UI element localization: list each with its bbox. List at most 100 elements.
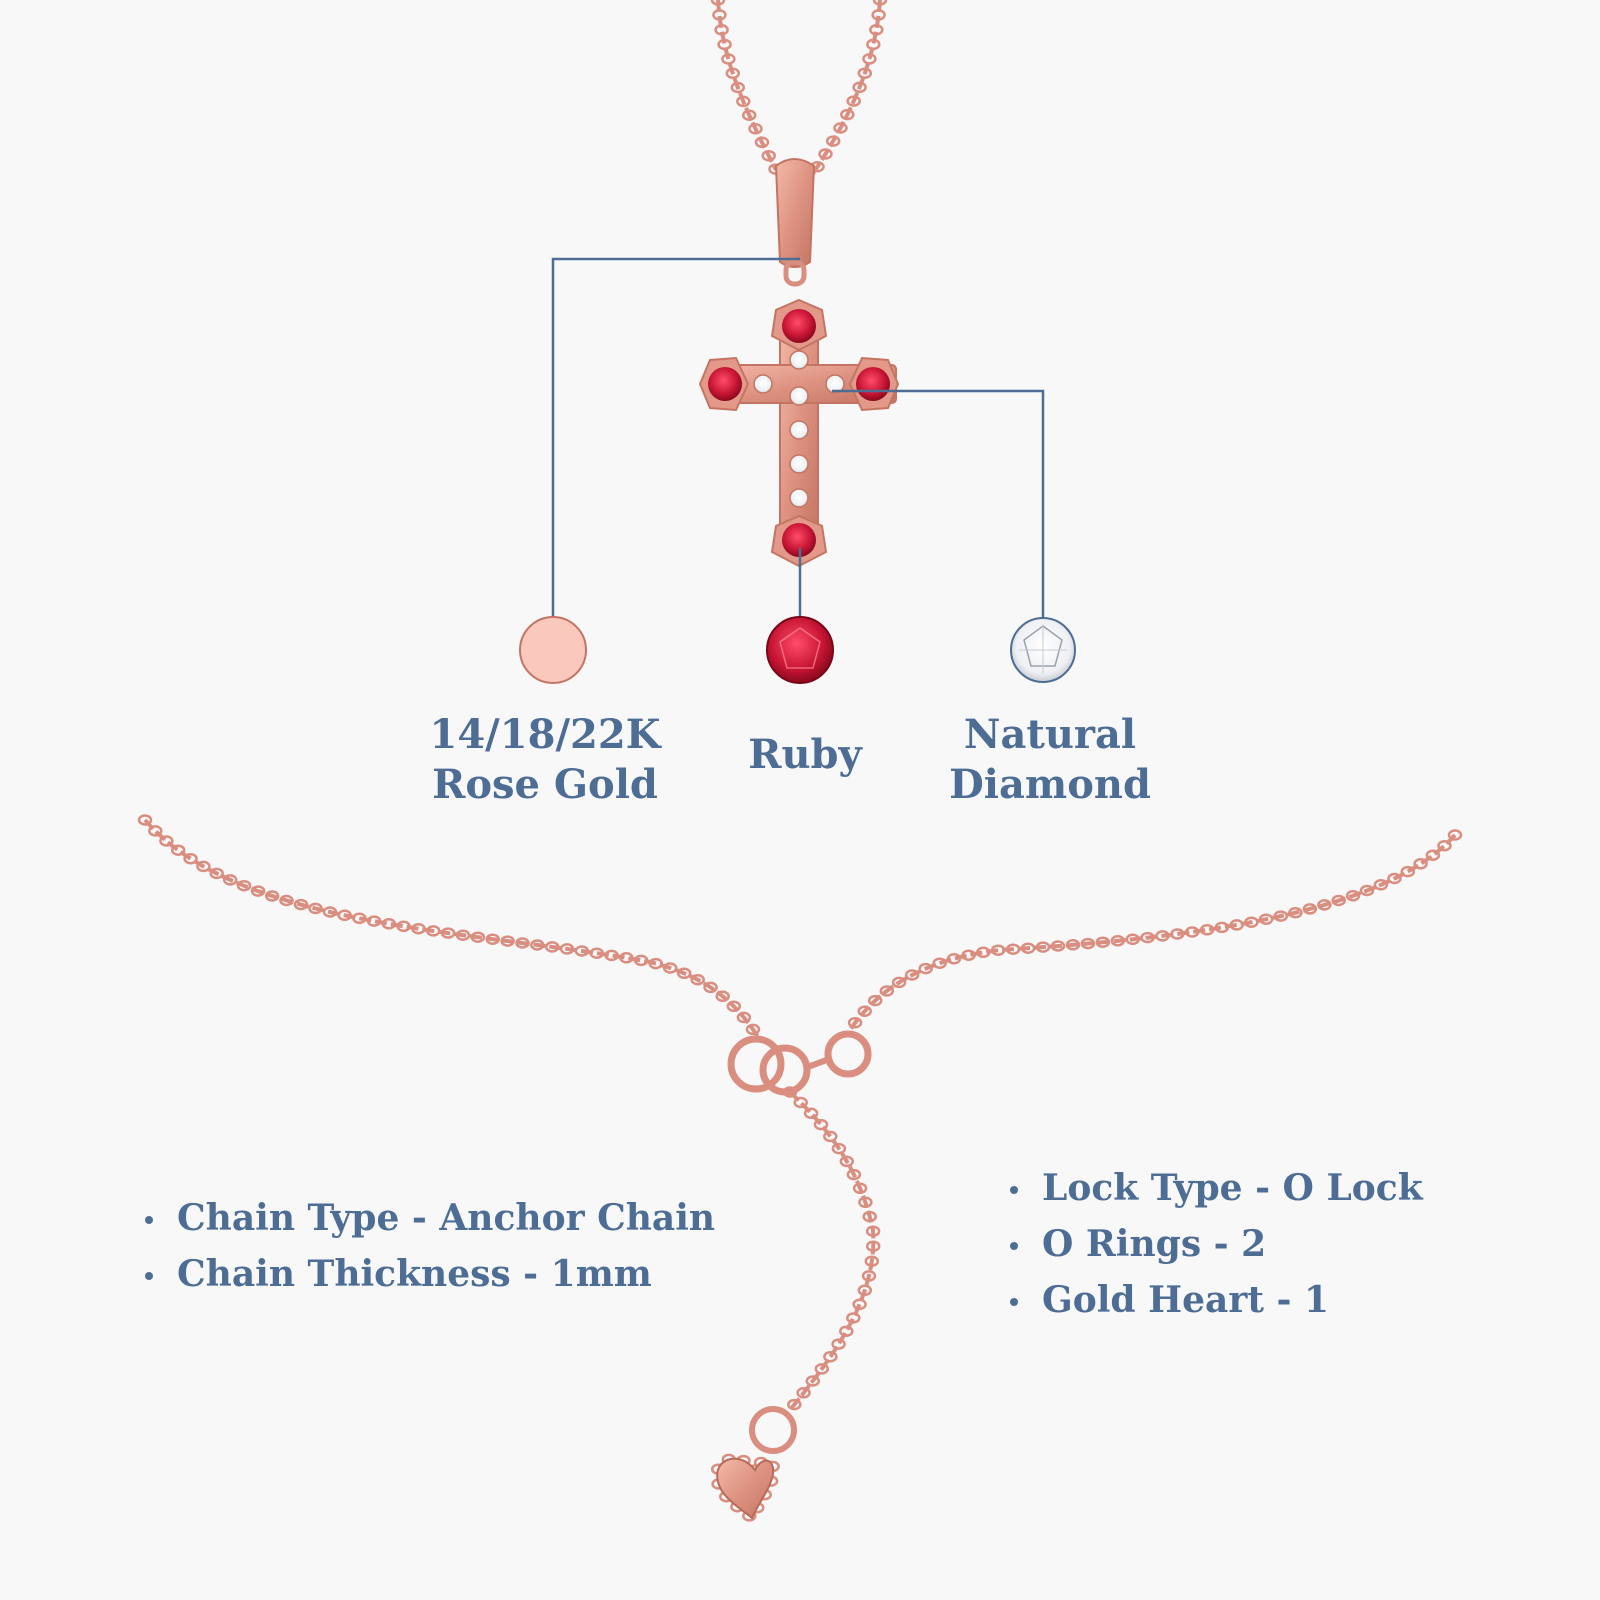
chain-link: [1317, 899, 1332, 911]
chain-link: [721, 53, 736, 65]
chain-link: [761, 149, 776, 162]
chain-link: [381, 918, 397, 930]
diamond-stone: [789, 420, 809, 440]
chain-link: [862, 53, 877, 65]
chain-link: [745, 1023, 761, 1036]
chain-link: [293, 898, 309, 911]
chain-link: [170, 844, 186, 856]
chain-link: [500, 935, 515, 947]
chain-link: [544, 941, 560, 953]
rose-gold-swatch-icon: [519, 616, 587, 684]
chain-link: [714, 24, 729, 36]
chain-link: [946, 953, 962, 965]
diamond-gem-icon: [1010, 617, 1076, 683]
chain-link: [823, 1130, 838, 1143]
chain-link: [352, 912, 367, 925]
ruby-label-line-1: Ruby: [748, 731, 862, 778]
chain-link: [712, 9, 727, 21]
chain-link: [918, 962, 933, 975]
chain-link: [485, 933, 500, 945]
chain-link: [852, 81, 867, 94]
chain-link: [1229, 919, 1244, 931]
chain-link: [648, 957, 664, 970]
ruby-stone-bottom: [782, 523, 816, 557]
chain-link: [725, 67, 741, 80]
diamond-label-line-1: Natural: [963, 711, 1137, 758]
ruby-label: Ruby: [720, 730, 890, 780]
chain-link: [869, 24, 884, 36]
chain-link: [825, 135, 841, 147]
chain-link: [411, 922, 426, 935]
chain-link: [857, 1284, 873, 1297]
rose-gold-label: 14/18/22K Rose Gold: [420, 710, 670, 810]
chain-link: [847, 1016, 863, 1029]
chain-link: [803, 1107, 819, 1120]
chain-link: [736, 1011, 752, 1024]
chain-link: [1020, 942, 1036, 954]
pendant-bail: [774, 158, 816, 287]
ruby-stone-right: [856, 367, 890, 401]
chain-link: [741, 109, 757, 121]
chain-link: [455, 929, 471, 941]
chain-link: [137, 814, 153, 826]
chain-link: [1425, 849, 1441, 861]
chain-link: [793, 1096, 808, 1109]
chain-link: [396, 920, 411, 933]
chain-link: [839, 1325, 854, 1337]
chain-link: [530, 939, 545, 951]
ruby-stone-left: [708, 367, 742, 401]
chain-link: [1125, 933, 1140, 946]
diamond-label: Natural Diamond: [930, 710, 1170, 810]
chain-link: [1331, 894, 1346, 907]
chain-link: [1140, 931, 1155, 944]
chain-link: [754, 136, 770, 149]
chain-link: [866, 38, 881, 51]
chain-link: [1065, 939, 1081, 951]
ruby-gem-icon: [766, 616, 834, 684]
chain-link: [183, 852, 198, 865]
chain-link: [426, 925, 441, 937]
chain-link: [961, 949, 976, 961]
chain-link: [891, 976, 907, 989]
chain-link: [322, 906, 338, 918]
chain-link: [1214, 921, 1230, 934]
chain-link: [839, 1155, 855, 1168]
chain-link: [1359, 884, 1375, 897]
chain-link: [852, 1298, 867, 1311]
chain-link: [846, 95, 861, 107]
chain-link: [846, 1168, 862, 1181]
chain-link: [726, 1000, 742, 1013]
chain-link: [717, 38, 732, 51]
chain-link: [857, 67, 873, 79]
diamond-stone: [825, 374, 845, 394]
spec-chain-type: Chain Type - Anchor Chain: [143, 1190, 715, 1246]
chain-link: [865, 1240, 881, 1252]
chain-link: [840, 108, 855, 121]
chain-link: [858, 1196, 873, 1209]
chain-link: [1244, 916, 1259, 928]
chain-link: [604, 949, 619, 962]
chain-link: [715, 990, 730, 1003]
cross-pendant: [698, 298, 900, 568]
chain-link: [1288, 906, 1303, 919]
chain-link: [852, 1182, 868, 1195]
chain-link: [703, 981, 718, 994]
chain-link: [879, 985, 895, 997]
chain-link: [861, 1270, 877, 1282]
chain-link: [1447, 829, 1463, 841]
chain-link: [148, 825, 163, 837]
chain-link: [250, 885, 266, 897]
chain-link: [818, 148, 833, 160]
heart-ring: [749, 1406, 797, 1454]
chain-link: [831, 1142, 847, 1155]
chain-link: [846, 1312, 861, 1324]
chain-link: [1184, 926, 1200, 938]
callout-line-gold: [551, 257, 800, 618]
chain-detail: [137, 814, 1463, 1522]
callout-lines: [551, 257, 1045, 618]
gold-heart-charm: [716, 1457, 775, 1520]
chain-link: [864, 1255, 880, 1267]
chain-link: [823, 1350, 838, 1363]
chain-link: [1345, 890, 1361, 902]
